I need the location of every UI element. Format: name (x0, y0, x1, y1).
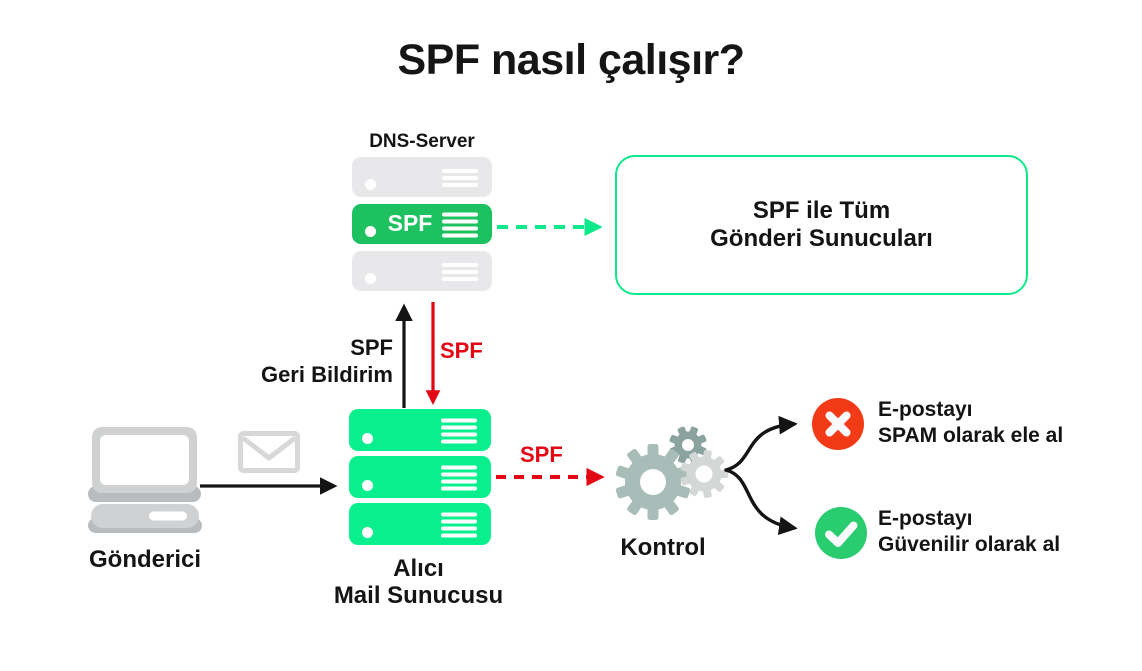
laptop-touchpad (149, 511, 187, 521)
arrow-control-to-trusted (724, 468, 798, 536)
laptop-screen-icon (92, 427, 197, 493)
allowlist-box-line1: SPF ile Tüm (752, 197, 891, 224)
sender-label: Gönderici (88, 546, 202, 573)
server-led-dot (362, 527, 373, 538)
page-title: SPF nasıl çalışır? (397, 36, 745, 84)
arrow-control-to-spam (724, 415, 798, 472)
spf-allowlist-box: SPF ile Tüm Gönderi Sunucuları (615, 155, 1028, 295)
allowlist-box-line2: Gönderi Sunucuları (710, 225, 933, 252)
mail-server-row-icon (349, 503, 491, 545)
spf-feedback-label: SPF Geri Bildirim (260, 335, 393, 387)
server-led-dot (365, 179, 376, 190)
server-led-dot (362, 480, 373, 491)
dns-spf-record-row-icon: SPF (352, 204, 492, 244)
mail-server-row-icon (349, 456, 491, 498)
gears-icon (615, 426, 728, 520)
mail-server-row-icon (349, 409, 491, 451)
trusted-outcome-text: E-postayı Güvenilir olarak al (878, 507, 1061, 556)
laptop-display (100, 435, 189, 485)
trusted-check-icon (815, 507, 867, 559)
server-led-dot (365, 273, 376, 284)
spam-x-icon (812, 398, 864, 450)
dns-server-row-icon (352, 157, 492, 197)
server-led-dot (365, 226, 376, 237)
envelope-icon (238, 431, 300, 473)
server-vents-icon (442, 262, 478, 281)
server-led-dot (362, 433, 373, 444)
dns-server-row-icon (352, 251, 492, 291)
server-vents-icon (442, 168, 478, 187)
laptop-keyboard-icon (91, 504, 199, 528)
dns-server-label: DNS-Server (369, 131, 475, 152)
control-label: Kontrol (620, 534, 706, 561)
spf-query-label: SPF (440, 338, 483, 363)
mail-server-label: Alıcı Mail Sunucusu (333, 555, 504, 609)
spf-record-label: SPF (387, 209, 433, 236)
server-vents-icon (441, 512, 477, 538)
spam-outcome-text: E-postayı SPAM olarak ele al (878, 398, 1064, 447)
server-vents-icon (441, 418, 477, 444)
server-vents-icon (441, 465, 477, 491)
spf-check-label: SPF (520, 442, 563, 467)
server-vents-icon (442, 212, 478, 238)
